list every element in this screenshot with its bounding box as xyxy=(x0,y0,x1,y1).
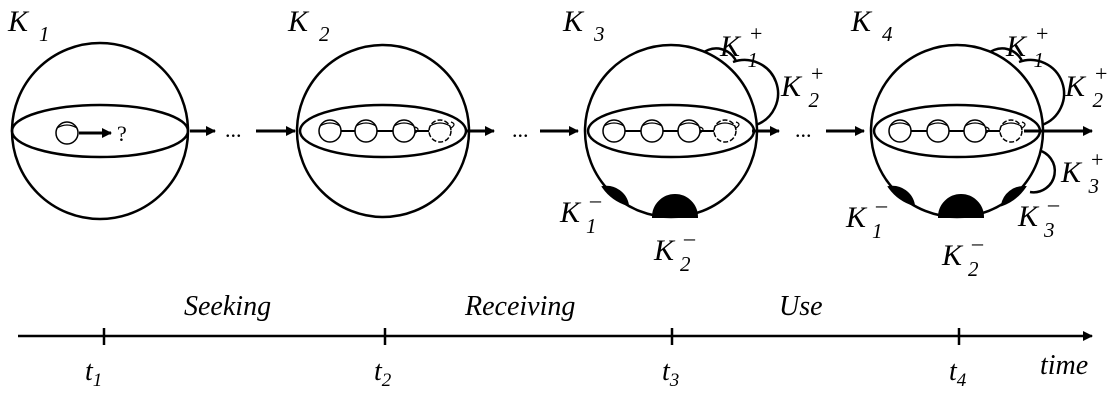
cup-icon xyxy=(55,121,79,145)
cup-icon xyxy=(963,119,990,143)
plus-label-k4-3: K+3 xyxy=(1060,147,1103,198)
minus-label-k3-1: K–1 xyxy=(559,187,602,238)
minus-bump-k1 xyxy=(887,185,916,207)
cup-icon xyxy=(713,119,740,143)
plus-label-k4-2: K+2 xyxy=(1064,61,1107,112)
phase-label-use: Use xyxy=(779,291,823,322)
cup-icon xyxy=(602,119,626,143)
phase-label-receiving: Receiving xyxy=(464,291,575,322)
connector-3: ... xyxy=(752,117,865,142)
tick-label-t1: t1 xyxy=(85,356,102,391)
plus-label-k3-2: K+2 xyxy=(780,61,823,112)
svg-text:...: ... xyxy=(225,117,242,142)
cup-icon xyxy=(677,119,704,143)
phase-label-seeking: Seeking xyxy=(184,291,271,322)
time-axis-label: time xyxy=(1040,350,1088,381)
question-mark: ? xyxy=(117,121,127,146)
svg-text:...: ... xyxy=(512,117,529,142)
minus-bump-k2 xyxy=(651,194,699,218)
connector-1: ... xyxy=(190,117,296,142)
cup-icon xyxy=(888,119,912,143)
tick-label-t3: t3 xyxy=(662,356,679,391)
cup-icon xyxy=(640,119,664,143)
minus-label-k3-2: K–2 xyxy=(653,225,696,276)
cup-icon xyxy=(999,119,1026,143)
plus-bump-k2 xyxy=(1018,58,1066,127)
tick-label-t4: t4 xyxy=(949,356,967,391)
cup-icon xyxy=(354,119,378,143)
cup-icon xyxy=(392,119,419,143)
cup-icon xyxy=(926,119,950,143)
connector-2: ... xyxy=(466,117,579,142)
tick-label-t2: t2 xyxy=(374,356,392,391)
minus-label-k4-3: K–3 xyxy=(1017,191,1060,242)
minus-bump-k2 xyxy=(937,194,985,218)
minus-bump-k3 xyxy=(1000,185,1027,207)
plus-bump-k2 xyxy=(732,58,780,127)
cup-icon xyxy=(318,119,342,143)
minus-label-k4-1: K–1 xyxy=(845,192,888,243)
plus-label-k4-1: K+1 xyxy=(1005,21,1048,72)
equator-ellipse xyxy=(10,103,190,159)
cup-icon xyxy=(428,119,455,143)
minus-label-k4-2: K–2 xyxy=(941,230,984,281)
timeline: t1 t2 t3 t4 time xyxy=(18,328,1093,391)
svg-text:...: ... xyxy=(795,117,812,142)
minus-bump-k1 xyxy=(601,185,630,207)
plus-label-k3-1: K+1 xyxy=(719,21,762,72)
